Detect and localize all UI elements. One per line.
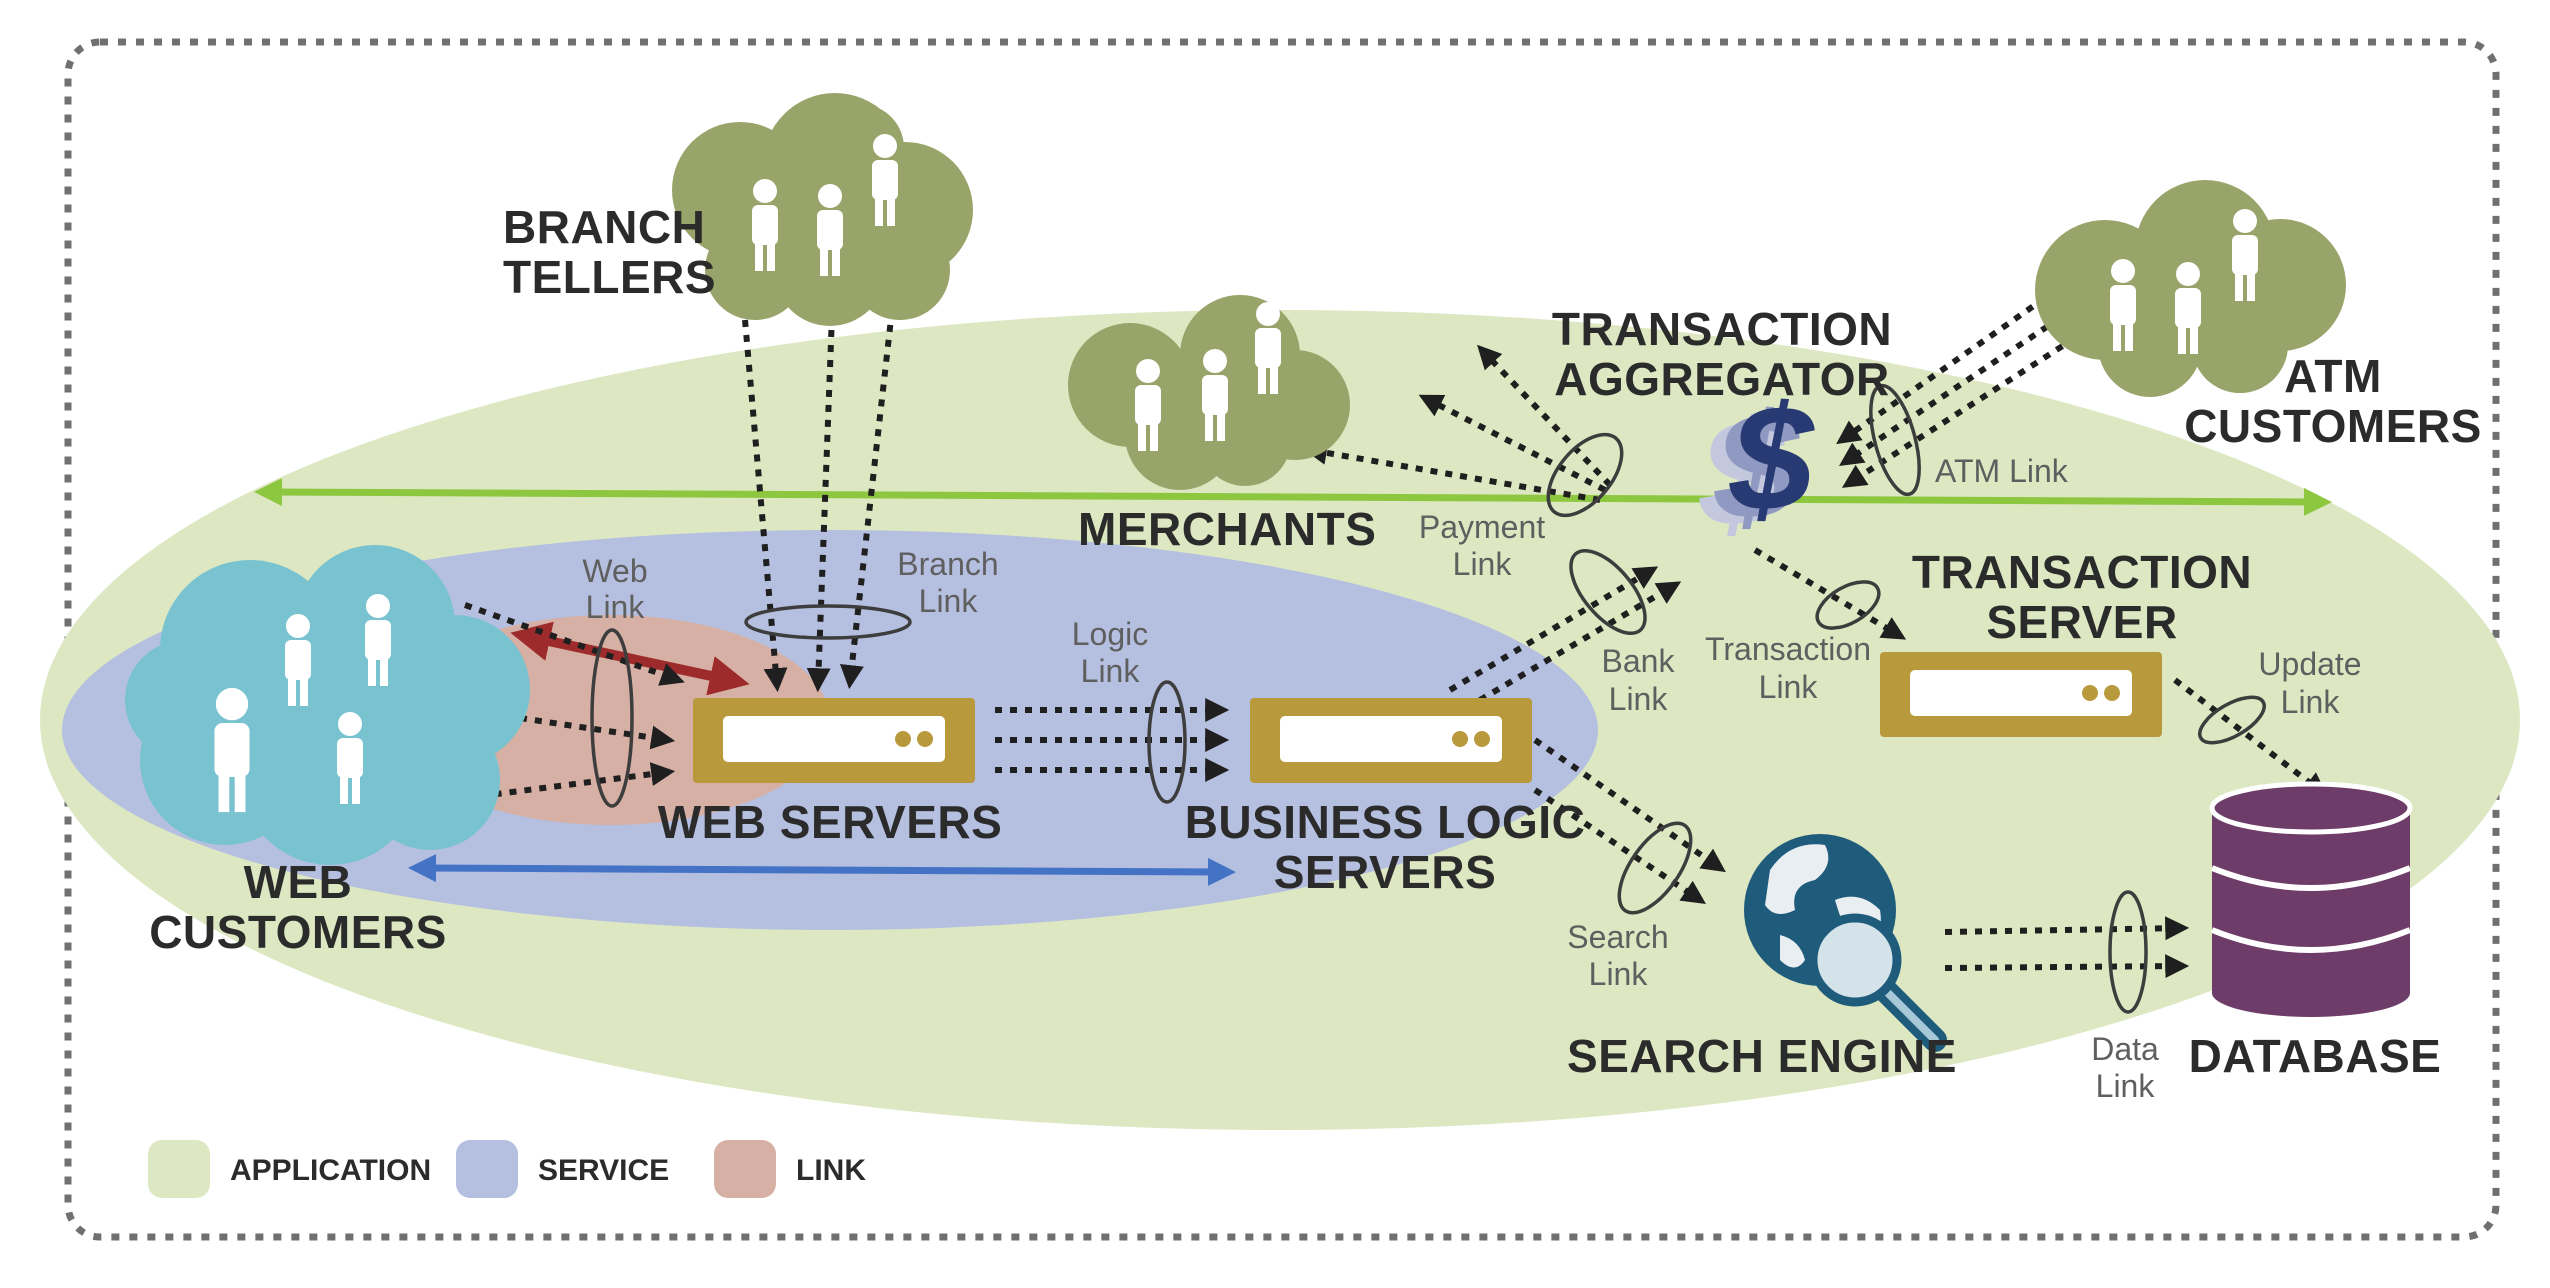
web-customers-cloud bbox=[125, 545, 530, 865]
search-engine-label: SEARCH ENGINE bbox=[1567, 1030, 1957, 1082]
search-link-label-2: Link bbox=[1589, 956, 1649, 992]
logic-link-label: Logic bbox=[1072, 616, 1149, 652]
branch-tellers-cloud bbox=[672, 93, 973, 326]
transaction-link-label-2: Link bbox=[1759, 669, 1819, 705]
legend-swatch-application bbox=[148, 1140, 210, 1198]
business-logic-server-box bbox=[1250, 698, 1532, 783]
legend-swatch-service bbox=[456, 1140, 518, 1198]
web-server-box bbox=[693, 698, 975, 783]
payment-link-label: Payment bbox=[1419, 509, 1545, 545]
web-customers-label-2: CUSTOMERS bbox=[149, 906, 447, 958]
legend: APPLICATION SERVICE LINK bbox=[148, 1140, 866, 1198]
transaction-aggregator-label-2: AGGREGATOR bbox=[1554, 353, 1890, 405]
branch-tellers-label-2: TELLERS bbox=[503, 251, 716, 303]
logic-link-label-2: Link bbox=[1081, 653, 1141, 689]
bank-link-label: Bank bbox=[1602, 643, 1676, 679]
search-engine-icon bbox=[1744, 834, 1947, 1052]
bank-link-label-2: Link bbox=[1609, 681, 1669, 717]
branch-tellers-label: BRANCH bbox=[503, 201, 705, 253]
legend-label-service: SERVICE bbox=[538, 1154, 669, 1187]
transaction-link-label: Transaction bbox=[1705, 631, 1871, 667]
svg-text:$: $ bbox=[1729, 374, 1815, 542]
data-link-label-2: Link bbox=[2096, 1068, 2156, 1104]
web-link-label: Web bbox=[582, 553, 647, 589]
link-rings bbox=[590, 383, 2266, 1014]
dollar-icon: $ $ $ bbox=[1699, 374, 1815, 557]
svg-text:$: $ bbox=[1699, 389, 1785, 557]
business-logic-servers-label: BUSINESS LOGIC bbox=[1185, 796, 1586, 848]
merchants-cloud bbox=[1068, 295, 1350, 490]
service-arrow bbox=[408, 854, 1236, 886]
update-link-label-2: Link bbox=[2281, 684, 2341, 720]
transaction-server-label: TRANSACTION bbox=[1912, 546, 2252, 598]
web-link-label-2: Link bbox=[586, 589, 646, 625]
update-link-label: Update bbox=[2258, 646, 2361, 682]
application-arrow bbox=[254, 478, 2332, 516]
merchants-label: MERCHANTS bbox=[1078, 503, 1376, 555]
legend-label-link: LINK bbox=[796, 1154, 866, 1187]
database-icon bbox=[2209, 781, 2413, 1017]
atm-link-label: ATM Link bbox=[1935, 453, 2069, 489]
web-customers-label: WEB bbox=[244, 856, 353, 908]
transaction-server-box bbox=[1880, 652, 2162, 737]
web-servers-label: WEB SERVERS bbox=[658, 796, 1003, 848]
legend-swatch-link bbox=[714, 1140, 776, 1198]
business-logic-servers-label-2: SERVERS bbox=[1274, 846, 1497, 898]
search-link-label: Search bbox=[1567, 919, 1668, 955]
atm-customers-label-2: CUSTOMERS bbox=[2184, 400, 2482, 452]
atm-customers-label: ATM bbox=[2284, 350, 2382, 402]
branch-link-label-2: Link bbox=[919, 583, 979, 619]
legend-label-application: APPLICATION bbox=[230, 1154, 431, 1187]
web-link-arrow bbox=[510, 621, 750, 696]
svg-text:$: $ bbox=[1714, 382, 1800, 550]
transaction-aggregator-label: TRANSACTION bbox=[1552, 303, 1892, 355]
transaction-server-label-2: SERVER bbox=[1986, 596, 2177, 648]
atm-customers-cloud bbox=[2035, 180, 2346, 397]
branch-link-label: Branch bbox=[897, 546, 998, 582]
data-link-label: Data bbox=[2091, 1031, 2159, 1067]
database-label: DATABASE bbox=[2189, 1030, 2442, 1082]
payment-link-label-2: Link bbox=[1453, 546, 1513, 582]
